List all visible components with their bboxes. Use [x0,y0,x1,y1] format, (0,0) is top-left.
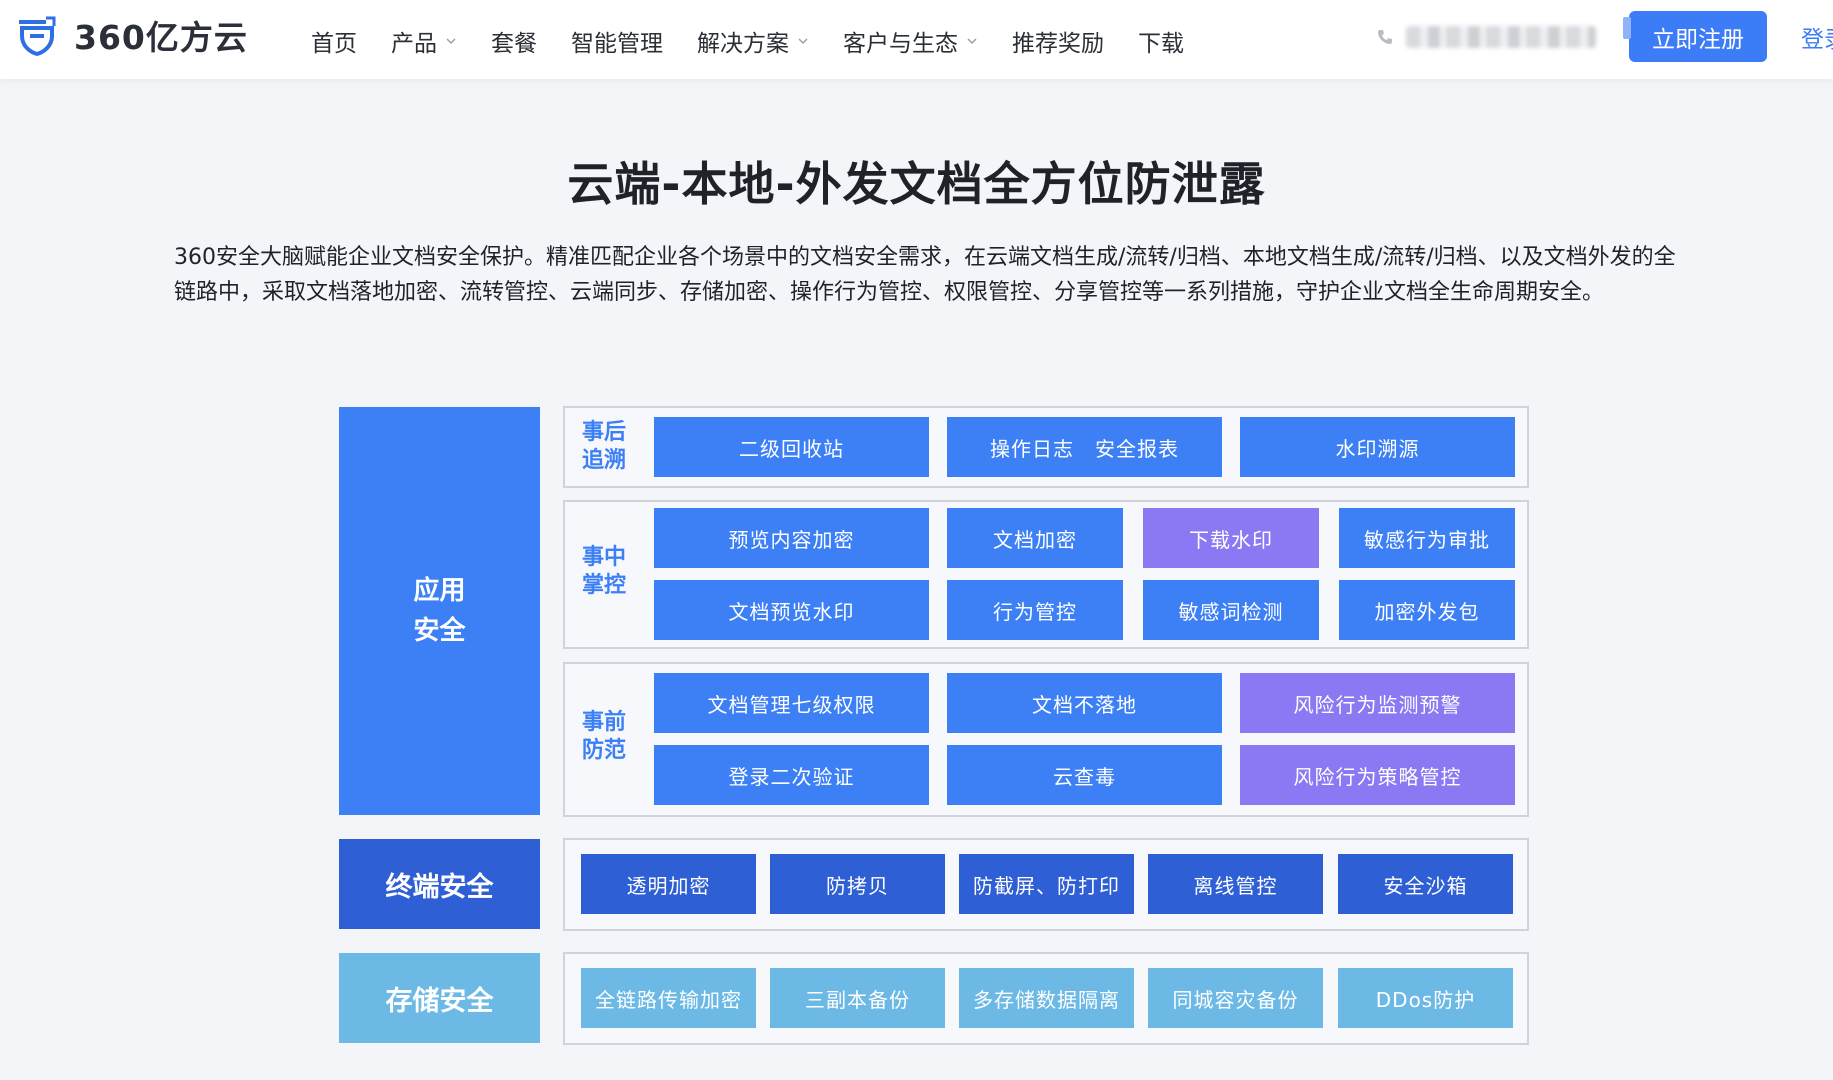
brand-logo[interactable]: 360亿方云 [16,14,248,57]
feature-tile[interactable]: 登录二次验证 [654,745,929,805]
chevron-down-icon [446,38,456,45]
category-terminal-security: 终端安全 [339,839,540,929]
login-link[interactable]: 登录 [1801,27,1833,53]
feature-tile[interactable]: 文档管理七级权限 [654,673,929,733]
main-nav: 首页 产品 套餐 智能管理 解决方案 客户与生态 推荐奖励 下载 [294,24,1201,58]
feature-tile[interactable]: 敏感词检测 [1143,580,1319,640]
feature-tile[interactable]: 全链路传输加密 [581,968,756,1028]
feature-tile[interactable]: 操作日志 安全报表 [947,417,1222,477]
feature-tile[interactable]: 风险行为监测预警 [1240,673,1515,733]
nav-item-customers[interactable]: 客户与生态 [843,24,978,58]
nav-label: 首页 [311,31,357,57]
group-label: 事前防范 [582,710,627,763]
page-title: 云端-本地-外发文档全方位防泄露 [567,157,1266,211]
nav-label: 推荐奖励 [1012,31,1104,57]
nav-item-home[interactable]: 首页 [311,24,357,58]
category-label: 终端安全 [385,871,494,903]
feature-tile[interactable]: 文档预览水印 [654,580,929,640]
nav-label: 解决方案 [697,31,789,57]
feature-tile[interactable]: 安全沙箱 [1338,854,1513,914]
nav-label: 下载 [1138,31,1184,57]
feature-tile[interactable]: 加密外发包 [1339,580,1515,640]
group-label: 事后追溯 [582,420,627,473]
feature-tile[interactable]: 二级回收站 [654,417,929,477]
feature-tile[interactable]: 离线管控 [1148,854,1323,914]
feature-tile[interactable]: 风险行为策略管控 [1240,745,1515,805]
contact-phone[interactable] [1376,22,1598,52]
register-button[interactable]: 立即注册 [1623,11,1767,62]
feature-tile[interactable]: 多存储数据隔离 [959,968,1134,1028]
phone-icon [1378,30,1392,44]
category-application-security: 应用安全 [339,407,540,815]
feature-tile[interactable]: 防截屏、防打印 [959,854,1134,914]
chevron-down-icon [798,38,808,45]
feature-tile[interactable]: 下载水印 [1143,508,1319,568]
feature-tile[interactable]: DDos防护 [1338,968,1513,1028]
feature-tile[interactable]: 防拷贝 [770,854,945,914]
nav-item-smart-management[interactable]: 智能管理 [571,24,663,58]
category-label: 应用安全 [413,576,466,646]
feature-tile[interactable]: 水印溯源 [1240,417,1515,477]
intro-paragraph: 360安全大脑赋能企业文档安全保护。精准匹配企业各个场景中的文档安全需求，在云端… [174,245,1676,305]
group-storage-features: 全链路传输加密 三副本备份 多存储数据隔离 同城容灾备份 DDos防护 [563,952,1529,1045]
category-storage-security: 存储安全 [339,953,540,1043]
feature-tile[interactable]: 云查毒 [947,745,1222,805]
nav-item-products[interactable]: 产品 [391,24,457,58]
category-label: 存储安全 [385,985,494,1017]
feature-tile[interactable]: 三副本备份 [770,968,945,1028]
group-pre-event-prevention: 事前防范 文档管理七级权限 文档不落地 风险行为监测预警 登录二次验证 云查毒 … [563,662,1529,817]
nav-label: 产品 [391,31,437,57]
feature-tile[interactable]: 透明加密 [581,854,756,914]
feature-tile[interactable]: 文档加密 [947,508,1123,568]
feature-tile[interactable]: 行为管控 [947,580,1123,640]
logo-text: 360亿方云 [74,18,248,57]
nav-label: 智能管理 [571,31,663,57]
nav-item-referral[interactable]: 推荐奖励 [1012,24,1104,58]
nav-item-download[interactable]: 下载 [1138,24,1184,58]
feature-tile[interactable]: 文档不落地 [947,673,1222,733]
blurred-phone-number [1406,26,1596,48]
nav-item-plans[interactable]: 套餐 [491,24,537,58]
feature-tile[interactable]: 同城容灾备份 [1148,968,1323,1028]
group-label: 事中掌控 [582,545,627,598]
nav-label: 客户与生态 [843,31,958,57]
group-post-event-tracing: 事后追溯 二级回收站 操作日志 安全报表 水印溯源 [563,406,1529,488]
logo-icon [19,16,56,56]
feature-tile[interactable]: 预览内容加密 [654,508,929,568]
group-in-process-control: 事中掌控 预览内容加密 文档加密 下载水印 敏感行为审批 文档预览水印 行为管控… [563,500,1529,649]
nav-label: 套餐 [491,31,537,57]
chevron-down-icon [967,38,977,45]
group-terminal-features: 透明加密 防拷贝 防截屏、防打印 离线管控 安全沙箱 [563,838,1529,931]
nav-item-solutions[interactable]: 解决方案 [697,24,809,58]
top-navigation-bar: 360亿方云 首页 产品 套餐 智能管理 解决方案 客户与生态 推荐奖励 下载 … [0,0,1833,79]
feature-tile[interactable]: 敏感行为审批 [1339,508,1515,568]
